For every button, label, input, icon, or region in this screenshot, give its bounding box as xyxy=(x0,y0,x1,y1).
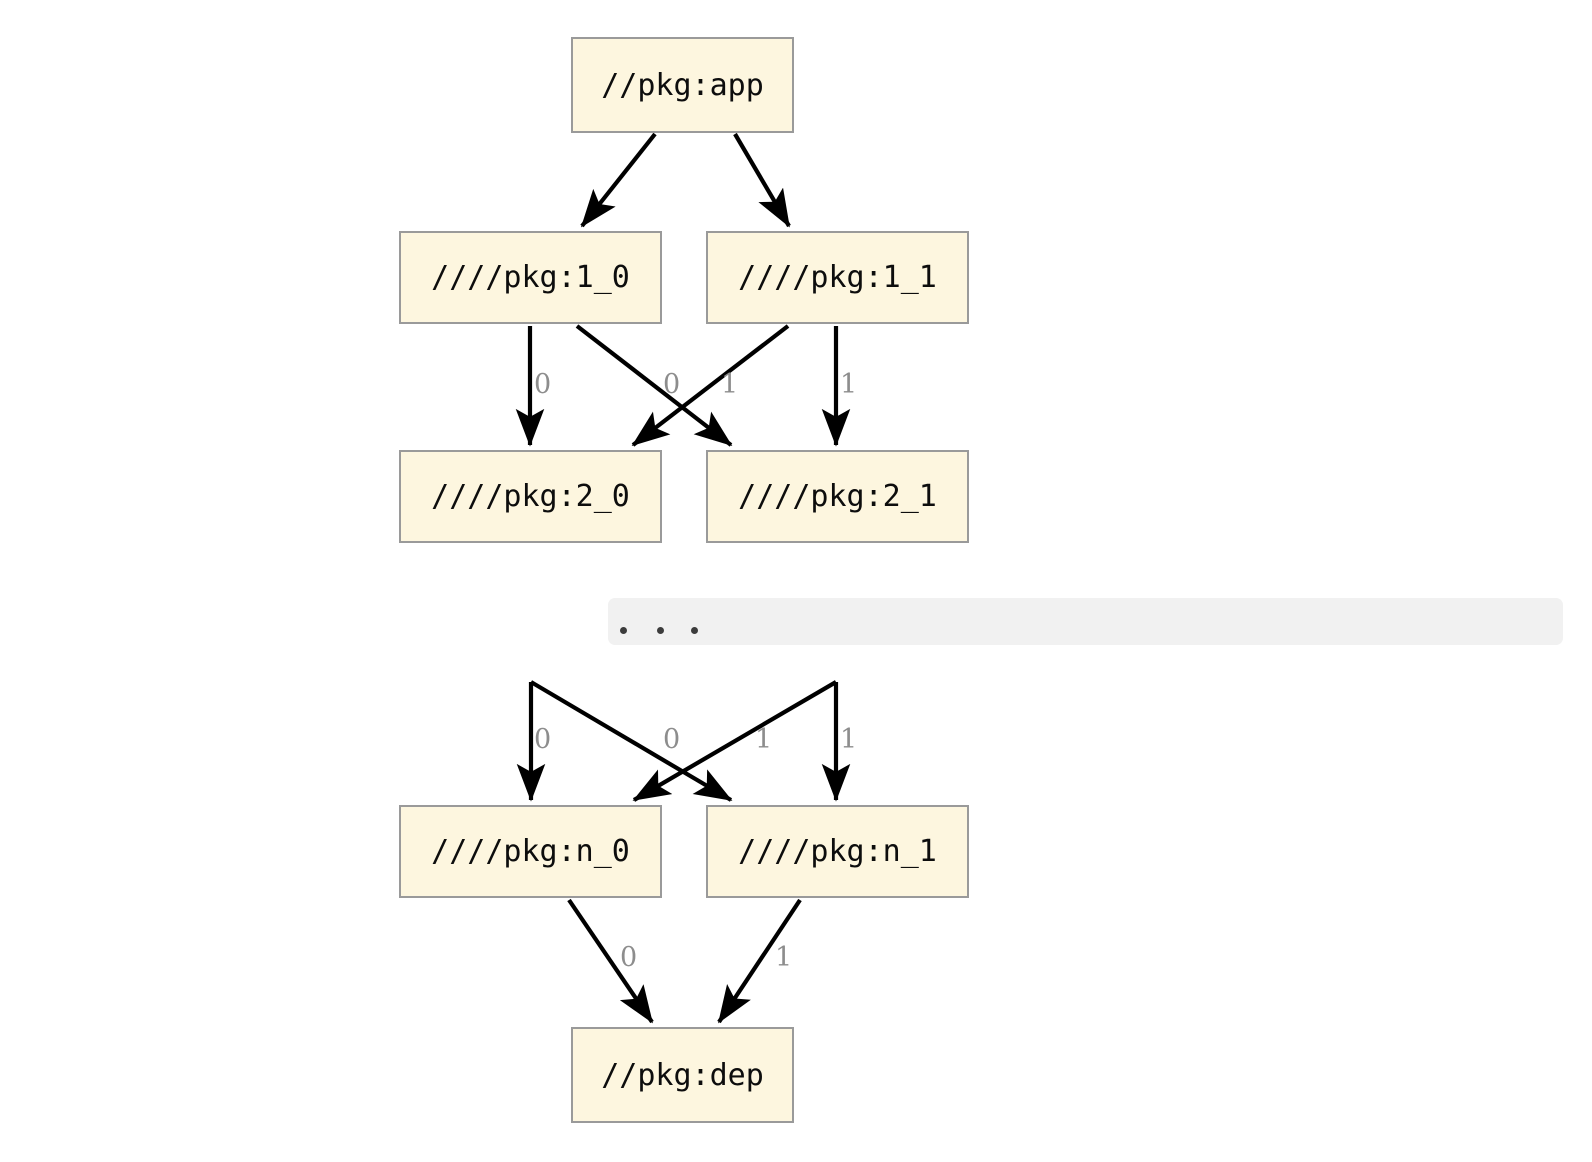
edge-label-n_0-dep: 0 xyxy=(620,942,638,973)
edge-label-hidden-n_0: 0 xyxy=(534,724,552,755)
edge-hidden-to-n_1 xyxy=(529,680,733,802)
node-pkg-2_1[interactable]: ////pkg:2_1 xyxy=(706,450,969,543)
ellipsis-band xyxy=(608,598,1563,645)
node-pkg-1_1[interactable]: ////pkg:1_1 xyxy=(706,231,969,324)
edge-label-1_0-2_1: 0 xyxy=(663,369,681,400)
edge-label-n_1-dep: 1 xyxy=(775,942,793,973)
ellipsis-dot-2 xyxy=(657,627,664,634)
node-pkg-2_0[interactable]: ////pkg:2_0 xyxy=(399,450,662,543)
edge-1_1-to-2_0 xyxy=(631,324,790,447)
edge-label-1_0-2_0: 0 xyxy=(534,369,552,400)
edge-app-to-1_0 xyxy=(580,132,657,228)
edge-hidden2-to-n_0 xyxy=(632,680,838,802)
node-label: ////pkg:1_0 xyxy=(431,260,630,295)
node-label: //pkg:app xyxy=(601,67,764,103)
edge-1_0-to-2_1 xyxy=(575,324,733,447)
edge-n_1-to-dep xyxy=(717,898,802,1024)
node-label: ////pkg:n_1 xyxy=(738,834,937,869)
node-label: ////pkg:n_0 xyxy=(431,834,630,869)
node-pkg-1_0[interactable]: ////pkg:1_0 xyxy=(399,231,662,324)
ellipsis-dot-1 xyxy=(620,627,627,634)
edge-label-hidden-n_1: 0 xyxy=(663,724,681,755)
node-pkg-dep[interactable]: //pkg:dep xyxy=(571,1027,794,1123)
node-pkg-n_0[interactable]: ////pkg:n_0 xyxy=(399,805,662,898)
edge-label-1_1-2_1: 1 xyxy=(840,369,858,400)
node-pkg-app[interactable]: //pkg:app xyxy=(571,37,794,133)
ellipsis-dot-3 xyxy=(691,627,698,634)
node-label: ////pkg:2_0 xyxy=(431,479,630,514)
edge-label-1_1-2_0: 1 xyxy=(721,369,739,400)
node-label: ////pkg:1_1 xyxy=(738,260,937,295)
node-label: ////pkg:2_1 xyxy=(738,479,937,514)
node-label: //pkg:dep xyxy=(601,1057,764,1093)
node-pkg-n_1[interactable]: ////pkg:n_1 xyxy=(706,805,969,898)
edge-label-hidden2-n_1: 1 xyxy=(840,724,858,755)
edge-app-to-1_1 xyxy=(733,132,791,228)
edge-n_0-to-dep xyxy=(567,898,654,1024)
edge-label-hidden2-n_0: 1 xyxy=(755,724,773,755)
